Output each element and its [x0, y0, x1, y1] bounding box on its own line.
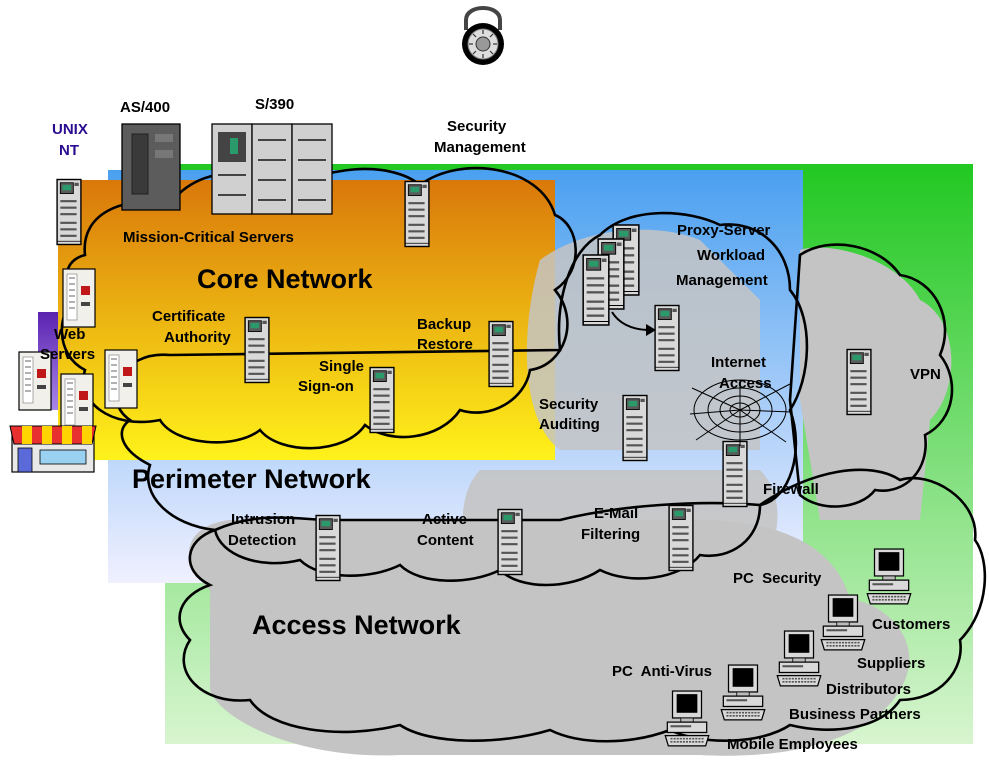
- security-management-label-1: Security: [447, 118, 507, 135]
- workload-server-icon: [654, 304, 680, 372]
- active-content-label-2: Content: [417, 532, 474, 549]
- single-sign-on-label-2: Sign-on: [298, 378, 354, 395]
- active-content-server-icon: [497, 508, 523, 576]
- intrusion-detection-label-2: Detection: [228, 532, 297, 549]
- certificate-authority-label-1: Certificate: [152, 308, 226, 325]
- s390-label: S/390: [255, 96, 295, 113]
- single-sign-on-label-1: Single: [319, 358, 365, 375]
- unix-label: UNIX: [52, 121, 88, 138]
- backup-restore-label-1: Backup: [417, 316, 472, 333]
- business-partners-label: Business Partners: [789, 706, 921, 723]
- security-management-label-2: Management: [434, 139, 526, 156]
- security-management-server-icon: [404, 180, 430, 248]
- proxy-server-label-3: Management: [676, 272, 768, 289]
- core-network-title: Core Network: [197, 264, 373, 294]
- suppliers-label: Suppliers: [857, 655, 926, 672]
- distributors-label: Distributors: [826, 681, 912, 698]
- email-filtering-label-1: E-Mail: [594, 505, 639, 522]
- email-filtering-label-2: Filtering: [581, 526, 641, 543]
- customers-label: Customers: [872, 616, 951, 633]
- certificate-authority-label-2: Authority: [164, 329, 231, 346]
- unix-nt-server-icon: [56, 178, 82, 246]
- proxy-server-label-2: Workload: [697, 247, 766, 264]
- active-content-label-1: Active: [422, 511, 468, 528]
- proxy-arrow-head: [646, 324, 656, 336]
- backup-restore-label-2: Restore: [417, 336, 473, 353]
- intrusion-detection-server-icon: [315, 514, 341, 582]
- mobile-employees-label: Mobile Employees: [727, 736, 858, 753]
- backup-restore-server-icon: [488, 320, 514, 388]
- mission-critical-label: Mission-Critical Servers: [123, 229, 294, 246]
- web-servers-label-2: Servers: [40, 346, 96, 363]
- web-server-icon: [62, 268, 96, 328]
- firewall-server-icon: [722, 440, 748, 508]
- certificate-authority-server-icon: [244, 316, 270, 384]
- pc-security-label: PC Security: [733, 570, 822, 587]
- web-server-icon: [104, 349, 138, 409]
- proxy-server-icon: [582, 254, 610, 326]
- security-auditing-server-icon: [622, 394, 648, 462]
- core-network-panel: [58, 180, 555, 460]
- spider-web-icon: [689, 379, 793, 446]
- email-filtering-server-icon: [668, 504, 694, 572]
- single-sign-on-server-icon: [369, 366, 395, 434]
- s390-mainframe-icon: [211, 123, 333, 215]
- internet-access-label-2: Access: [719, 375, 772, 392]
- storefront-icon: [9, 425, 97, 473]
- access-network-cloud: [178, 468, 987, 743]
- vpn-cloud: [788, 243, 954, 508]
- pc-antivirus-label: PC Anti-Virus: [612, 663, 713, 680]
- web-server-icon: [60, 373, 94, 433]
- proxy-server-label-1: Proxy-Server: [677, 222, 771, 239]
- nt-label: NT: [59, 142, 79, 159]
- firewall-label: Firewall: [763, 481, 819, 498]
- security-auditing-label-2: Auditing: [539, 416, 600, 433]
- vpn-label: VPN: [910, 366, 941, 383]
- intrusion-detection-label-1: Intrusion: [231, 511, 296, 528]
- web-servers-label-1: Web: [54, 326, 86, 343]
- vpn-server-icon: [846, 348, 872, 416]
- as400-server-icon: [121, 123, 181, 211]
- security-auditing-label-1: Security: [539, 396, 599, 413]
- internet-access-label-1: Internet: [711, 354, 767, 371]
- as400-label: AS/400: [120, 99, 171, 116]
- perimeter-network-cloud: [114, 211, 809, 587]
- perimeter-network-title: Perimeter Network: [132, 464, 371, 494]
- proxy-arrow: [611, 311, 651, 331]
- access-network-title: Access Network: [252, 610, 461, 640]
- padlock-icon: [462, 6, 504, 65]
